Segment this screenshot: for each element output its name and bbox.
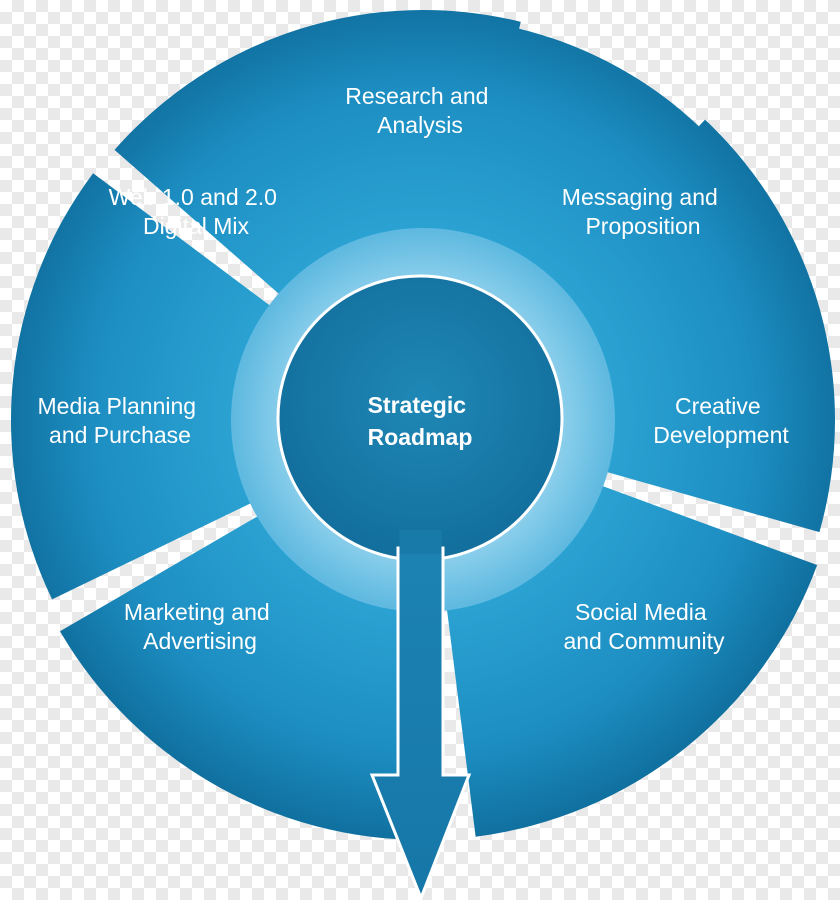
segment-label-creative-line-1: Creative [675, 393, 761, 419]
segment-label-research: Research and Analysis [345, 83, 495, 138]
segment-label-messaging-line-1: Messaging and [562, 184, 718, 210]
segment-label-creative: Creative Development [653, 393, 789, 448]
segment-label-media-line-1: Media Planning [38, 393, 197, 419]
segment-labels: Research and Analysis Messaging and Prop… [38, 83, 790, 654]
segment-label-creative-line-2: Development [653, 422, 789, 448]
segment-label-media-line-2: and Purchase [49, 422, 191, 448]
segment-label-social-line-2: and Community [563, 628, 725, 654]
segment-label-web-line-1: Web 1.0 and 2.0 [109, 184, 277, 210]
segment-label-messaging: Messaging and Proposition [562, 184, 724, 239]
segment-label-web: Web 1.0 and 2.0 Digital Mix [109, 184, 284, 239]
segment-label-web-line-2: Digital Mix [143, 213, 250, 239]
segment-label-social-line-1: Social Media [575, 599, 707, 625]
segment-label-messaging-line-2: Proposition [585, 213, 700, 239]
hub-circle [276, 274, 564, 562]
hub-title: Strategic Roadmap [368, 392, 473, 450]
segment-label-social: Social Media and Community [563, 599, 725, 654]
down-arrow [369, 546, 472, 900]
hub-arrow-join [399, 530, 442, 554]
segment-label-research-line-1: Research and [345, 83, 488, 109]
segment-label-media: Media Planning and Purchase [38, 393, 203, 448]
segment-label-research-line-2: Analysis [377, 112, 463, 138]
hub-title-line-1: Strategic [368, 392, 467, 418]
segment-marketing [10, 173, 303, 600]
hub-title-line-2: Roadmap [368, 424, 473, 450]
segment-label-marketing: Marketing and Advertising [124, 599, 276, 654]
segment-label-marketing-line-1: Marketing and [124, 599, 270, 625]
segment-label-marketing-line-2: Advertising [143, 628, 257, 654]
